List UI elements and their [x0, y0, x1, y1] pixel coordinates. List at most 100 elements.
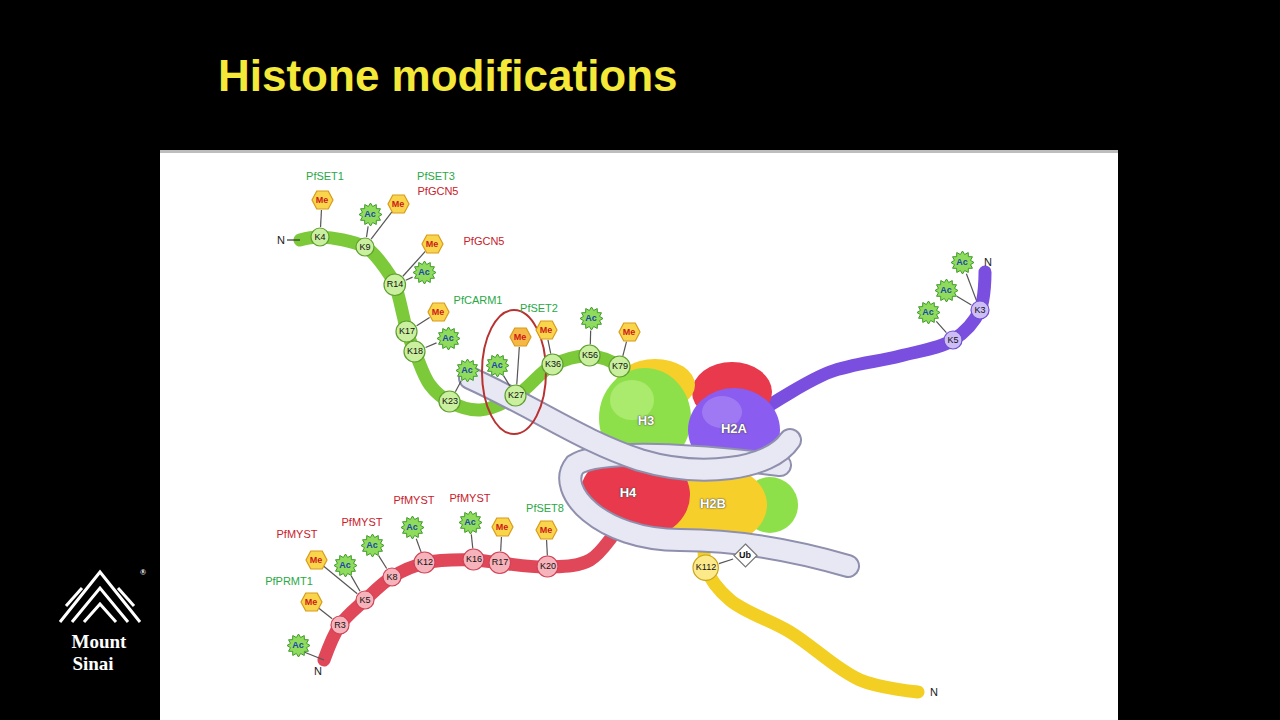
- residue-label: K79: [612, 362, 628, 371]
- modification-label: Ac: [292, 641, 304, 650]
- histone-name: H2A: [721, 422, 747, 435]
- modification-link: [548, 340, 551, 354]
- residue-circle: K12: [413, 551, 436, 574]
- enzyme-label: PfMYST: [277, 529, 318, 540]
- residue-label: K27: [508, 391, 524, 400]
- residue-label: K18: [407, 347, 423, 356]
- histone-name: H2B: [700, 497, 726, 510]
- modification-link: [320, 210, 322, 227]
- modification-label: Me: [432, 308, 445, 317]
- modification-label: Me: [392, 200, 405, 209]
- residue-circle: K5: [943, 330, 963, 350]
- residue-label: R14: [387, 280, 404, 289]
- residue-circle: R17: [488, 551, 512, 575]
- dna-strand: [470, 378, 848, 566]
- modification-link: [500, 537, 502, 551]
- enzyme-label: PfGCN5: [418, 186, 459, 197]
- residue-label: K16: [466, 555, 482, 564]
- terminus-label: N: [277, 235, 285, 246]
- logo-text: Mount: [72, 632, 127, 651]
- residue-circle: R3: [330, 615, 350, 635]
- modification-label: Me: [496, 523, 509, 532]
- histone-tail: [770, 272, 985, 405]
- enzyme-label: PfSET3: [417, 171, 455, 182]
- residue-label: K56: [582, 351, 598, 360]
- residue-label: K4: [314, 233, 325, 242]
- modification-link: [504, 376, 510, 387]
- modification-label: Ac: [922, 308, 934, 317]
- histone-core: H2B: [697, 495, 729, 512]
- methyl-mark: Me: [387, 194, 410, 214]
- panel-edge: [160, 150, 1118, 153]
- methyl-mark: Me: [509, 327, 532, 347]
- modification-label: Ac: [406, 523, 418, 532]
- residue-label: K12: [417, 558, 433, 567]
- histone-tail: [324, 525, 620, 660]
- modification-link: [417, 317, 430, 325]
- modification-link: [471, 534, 472, 548]
- modification-label: Me: [540, 526, 553, 535]
- residue-label: K20: [540, 562, 556, 571]
- residue-circle: K5: [355, 590, 375, 610]
- residue-circle: K4: [310, 227, 330, 247]
- acetyl-mark: Ac: [333, 553, 358, 578]
- residue-circle: K16: [462, 548, 485, 571]
- modification-label: Ac: [461, 366, 473, 375]
- enzyme-label: PfSET2: [520, 303, 558, 314]
- modification-label: Ac: [940, 286, 952, 295]
- residue-label: K5: [359, 596, 370, 605]
- modification-label: Me: [514, 333, 527, 342]
- modification-link: [351, 576, 360, 591]
- residue-label: R17: [492, 558, 509, 567]
- residue-label: K36: [545, 360, 561, 369]
- enzyme-label: PfMYST: [342, 517, 383, 528]
- terminus-label: N: [314, 666, 322, 677]
- modification-link: [426, 343, 437, 348]
- modification-label: Me: [623, 328, 636, 337]
- modification-link: [719, 559, 733, 564]
- enzyme-label: PfSET8: [526, 503, 564, 514]
- residue-circle: K27: [504, 384, 527, 407]
- modification-label: Me: [305, 598, 318, 607]
- residue-circle: K56: [578, 344, 601, 367]
- residue-circle: K18: [403, 340, 426, 363]
- acetyl-mark: Ac: [950, 250, 975, 275]
- enzyme-label: PfPRMT1: [265, 576, 313, 587]
- logo-text: Sinai: [72, 654, 113, 673]
- acetyl-mark: Ac: [579, 306, 604, 331]
- modification-link: [455, 381, 461, 392]
- residue-circle: K112: [692, 554, 719, 581]
- methyl-mark: Me: [311, 190, 334, 210]
- acetyl-mark: Ac: [286, 633, 311, 658]
- enzyme-label: PfCARM1: [454, 295, 503, 306]
- residue-label: K23: [442, 397, 458, 406]
- acetyl-mark: Ac: [412, 260, 437, 285]
- modification-label: Ac: [339, 561, 351, 570]
- histone-core: H4: [617, 484, 640, 501]
- modification-label: Ac: [464, 518, 476, 527]
- residue-circle: K8: [382, 567, 402, 587]
- enzyme-label: PfGCN5: [464, 236, 505, 247]
- modification-link: [546, 540, 548, 556]
- residue-label: K112: [696, 563, 716, 572]
- modification-link: [623, 342, 627, 356]
- terminus-label: N: [984, 257, 992, 268]
- modification-link: [319, 608, 332, 619]
- modification-link: [966, 274, 976, 301]
- methyl-mark: Me: [300, 592, 323, 612]
- methyl-mark: Me: [618, 322, 641, 342]
- histone-name: H3: [638, 414, 655, 427]
- modification-link: [366, 226, 368, 237]
- residue-circle: K3: [970, 300, 990, 320]
- acetyl-mark: Ac: [458, 510, 483, 535]
- residue-label: R3: [334, 621, 346, 630]
- ubiquitin-mark: Ub: [733, 543, 758, 568]
- residue-label: K3: [974, 306, 985, 315]
- modification-label: Me: [316, 196, 329, 205]
- acetyl-mark: Ac: [360, 533, 385, 558]
- histone-core: H3: [635, 412, 658, 429]
- acetyl-mark: Ac: [916, 300, 941, 325]
- modification-link: [517, 347, 520, 385]
